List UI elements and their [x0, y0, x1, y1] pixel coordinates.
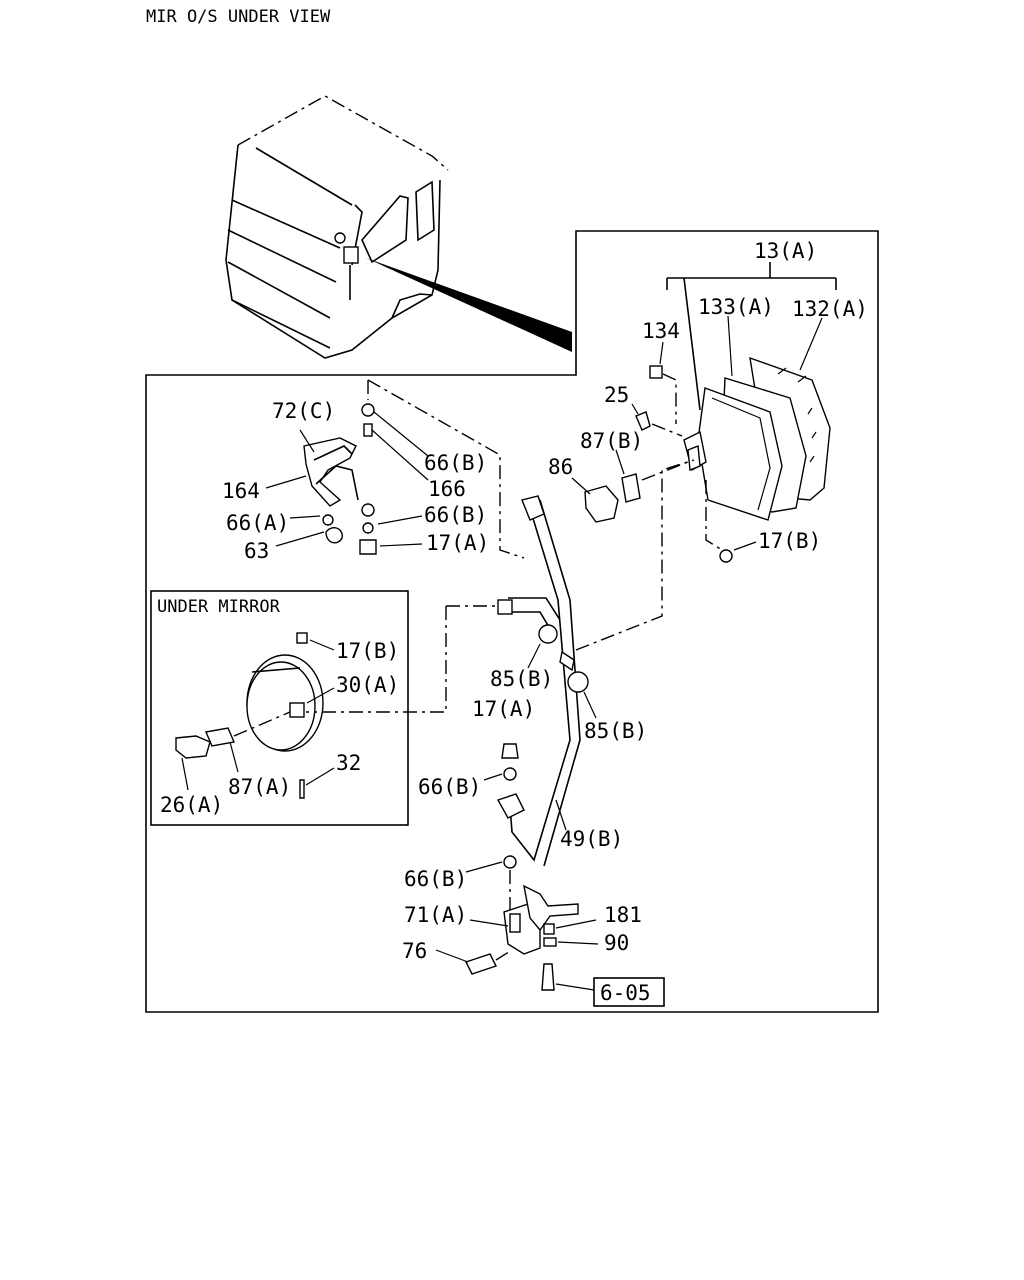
bolt-76	[465, 953, 497, 975]
label-66b-4: 66(B)	[404, 867, 467, 891]
label-76: 76	[402, 939, 427, 963]
mirror-stay-49b	[306, 459, 695, 916]
label-66b-3: 66(B)	[418, 775, 481, 799]
page-title: MIR O/S UNDER VIEW	[146, 7, 331, 27]
label-72c: 72(C)	[272, 399, 335, 423]
mirror-bracket	[289, 702, 305, 718]
label-164: 164	[222, 479, 260, 503]
label-134: 134	[642, 319, 680, 343]
part-labels: 13(A) 133(A) 132(A) 134 25 87(B) 86 17(B…	[160, 239, 868, 963]
label-66a: 66(A)	[226, 511, 289, 535]
upper-bracket-group	[265, 379, 525, 559]
label-86: 86	[548, 455, 573, 479]
label-66b-1: 66(B)	[424, 451, 487, 475]
reference-label: 6-05	[600, 981, 651, 1005]
nut-17b-inset	[296, 632, 308, 644]
label-181: 181	[604, 903, 642, 927]
label-85b-2: 85(B)	[584, 719, 647, 743]
label-17b-right: 17(B)	[758, 529, 821, 553]
label-66b-2: 66(B)	[424, 503, 487, 527]
label-30a: 30(A)	[336, 673, 399, 697]
label-25: 25	[604, 383, 629, 407]
label-166: 166	[428, 477, 466, 501]
label-49b: 49(B)	[560, 827, 623, 851]
main-mirror-assembly	[571, 262, 837, 563]
label-26a: 26(A)	[160, 793, 223, 817]
label-17a-top: 17(A)	[426, 531, 489, 555]
reference-box[interactable]	[593, 977, 665, 1007]
label-13a: 13(A)	[754, 239, 817, 263]
diagram-frame	[145, 230, 879, 1013]
label-132a: 132(A)	[792, 297, 868, 321]
bottom-bracket-71a	[435, 884, 599, 991]
label-71a: 71(A)	[404, 903, 467, 927]
label-133a: 133(A)	[698, 295, 774, 319]
bolt-6-05	[541, 963, 555, 991]
label-17a-mid: 17(A)	[472, 697, 535, 721]
label-87a: 87(A)	[228, 775, 291, 799]
clamp-87a	[205, 727, 235, 747]
label-32: 32	[336, 751, 361, 775]
under-mirror-inset: UNDER MIRROR	[150, 590, 409, 826]
label-63: 63	[244, 539, 269, 563]
inset-title: UNDER MIRROR	[157, 597, 281, 617]
label-90: 90	[604, 931, 629, 955]
label-87b: 87(B)	[580, 429, 643, 453]
cover-26a	[175, 735, 211, 759]
truck-cab-illustration	[225, 95, 572, 359]
label-17b-inset: 17(B)	[336, 639, 399, 663]
label-85b-1: 85(B)	[490, 667, 553, 691]
